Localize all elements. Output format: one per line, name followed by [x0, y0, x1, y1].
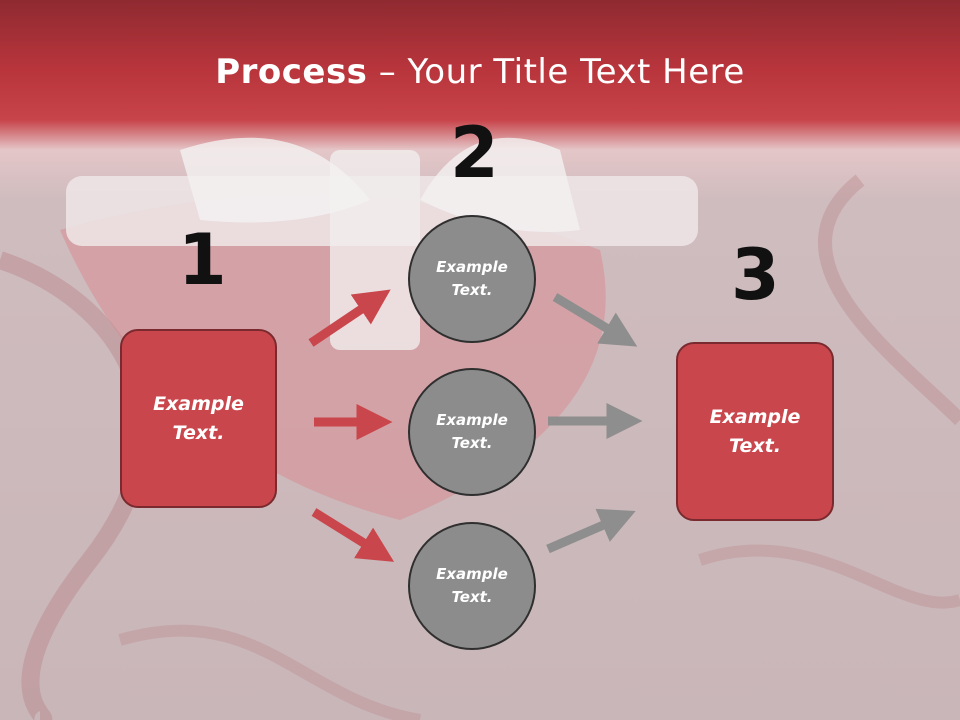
- title-bold: Process: [215, 52, 368, 92]
- title-rest: – Your Title Text Here: [367, 52, 745, 92]
- step-2-circle-middle[interactable]: Example Text.: [408, 368, 536, 496]
- step-2-circle-bottom[interactable]: Example Text.: [408, 522, 536, 650]
- circle-top-text: Example Text.: [436, 258, 508, 299]
- slide-title: Process – Your Title Text Here: [0, 52, 960, 92]
- step-3-box-text: Example Text.: [709, 405, 801, 457]
- circle-middle-text: Example Text.: [436, 411, 508, 452]
- step-1-box[interactable]: Example Text.: [120, 329, 277, 508]
- step-number-1: 1: [178, 219, 227, 301]
- arrow-left-to-bottom: [311, 508, 395, 562]
- step-number-2: 2: [450, 112, 499, 194]
- circle-bottom-text: Example Text.: [436, 565, 508, 606]
- step-1-box-text: Example Text.: [153, 392, 244, 444]
- arrow-left-to-top: [308, 289, 391, 347]
- arrow-top-to-right: [552, 293, 638, 347]
- step-3-box[interactable]: Example Text.: [676, 342, 834, 521]
- arrow-bottom-to-right: [546, 508, 636, 554]
- step-number-3: 3: [731, 234, 780, 316]
- step-2-circle-top[interactable]: Example Text.: [408, 215, 536, 343]
